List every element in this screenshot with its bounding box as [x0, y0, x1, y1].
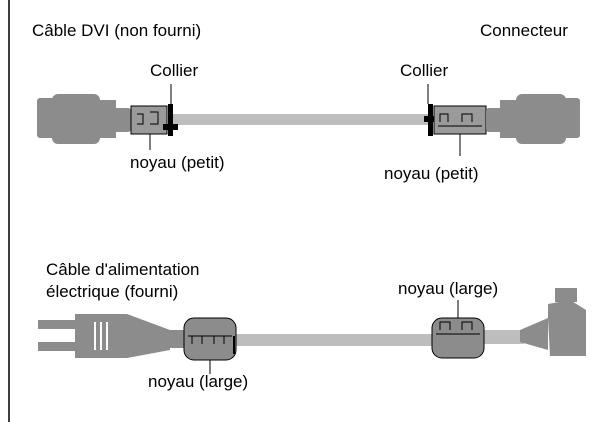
dvi-right-small-core — [433, 105, 487, 135]
power-plug-prong-top — [38, 320, 78, 329]
dvi-right-connector-body — [516, 94, 566, 144]
dvi-cable — [37, 84, 580, 156]
dvi-left-connector-body — [52, 94, 100, 144]
dvi-right-thumbscrew — [560, 98, 580, 138]
power-cable-title-line1: Câble d'alimentation — [46, 260, 200, 279]
power-cable — [38, 288, 586, 374]
power-core-right-label: noyau (large) — [398, 279, 499, 298]
power-core-left-label: noyau (large) — [148, 372, 249, 391]
dvi-left-collar — [168, 104, 173, 136]
power-cable-title-line2: électrique (fourni) — [46, 282, 179, 301]
dvi-collar-right-label: Collier — [400, 61, 449, 80]
dvi-left-small-core — [130, 105, 168, 135]
dvi-core-right-label: noyau (petit) — [384, 164, 479, 183]
dvi-cable-wire — [172, 114, 430, 125]
connector-label: Connecteur — [480, 21, 568, 40]
dvi-core-left-label: noyau (petit) — [130, 153, 225, 172]
power-plug-strain-relief — [127, 314, 170, 358]
power-appliance-connector-top — [555, 288, 577, 302]
dvi-collar-left-label: Collier — [150, 61, 199, 80]
power-appliance-connector — [548, 300, 586, 356]
dvi-left-connector-neck — [96, 100, 116, 138]
dvi-cable-title: Câble DVI (non fourni) — [32, 21, 202, 40]
power-appliance-strain-relief — [520, 318, 548, 350]
dvi-left-screw — [113, 108, 131, 132]
dvi-right-screw — [486, 108, 504, 132]
power-plug-prong-bottom — [38, 342, 78, 351]
power-cable-wire — [236, 334, 432, 346]
